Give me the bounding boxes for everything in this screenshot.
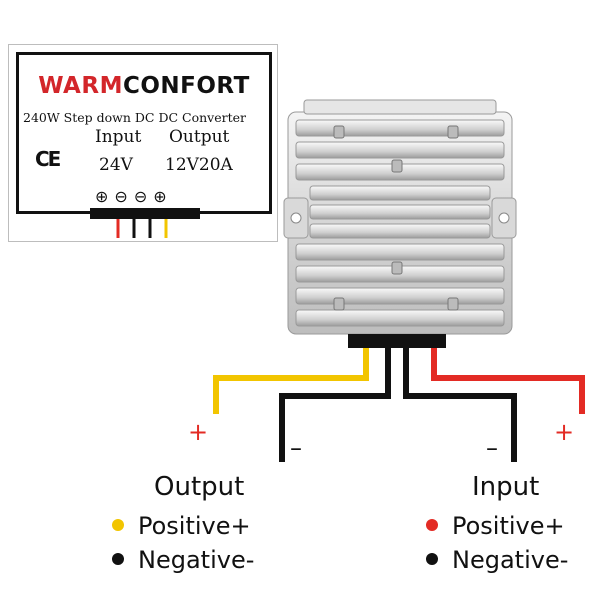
terminal-symbols: ⊕⊖⊖⊕ [95, 187, 173, 206]
output-negative-legend: Negative- [112, 546, 254, 574]
input-positive-legend: Positive+ [426, 512, 565, 540]
input-heading: Input [472, 472, 540, 502]
input-positive-wire [431, 348, 585, 414]
heatsink [283, 99, 517, 335]
black-dot-icon [426, 553, 438, 565]
cable-gland [348, 334, 446, 348]
input-voltage: 24V [99, 155, 133, 175]
output-negative-sign: – [290, 434, 302, 462]
ce-mark: CE [35, 147, 61, 171]
red-dot-icon [426, 519, 438, 531]
output-positive-wire [213, 348, 369, 414]
brand-logo: WARMCONFORT [38, 73, 250, 99]
output-positive-legend: Positive+ [112, 512, 251, 540]
yellow-dot-icon [112, 519, 124, 531]
output-negative-label: Negative- [138, 546, 255, 574]
input-positive-label: Positive+ [452, 512, 565, 540]
output-rating: 12V20A [165, 155, 233, 175]
output-positive-sign: + [188, 418, 209, 446]
input-heading-label: Input [95, 127, 142, 147]
black-dot-icon [112, 553, 124, 565]
output-positive-label: Positive+ [138, 512, 251, 540]
product-label: WARMCONFORT 240W Step down DC DC Convert… [16, 52, 272, 214]
input-positive-sign: + [554, 418, 575, 446]
output-heading: Output [154, 472, 245, 502]
input-negative-label: Negative- [452, 546, 569, 574]
output-heading-label: Output [169, 127, 230, 147]
output-negative-wire [279, 348, 391, 462]
input-negative-legend: Negative- [426, 546, 568, 574]
product-subtitle: 240W Step down DC DC Converter [23, 110, 246, 125]
input-negative-wire [403, 348, 517, 462]
label-wire-bar [90, 208, 200, 219]
input-negative-sign: – [486, 434, 498, 462]
